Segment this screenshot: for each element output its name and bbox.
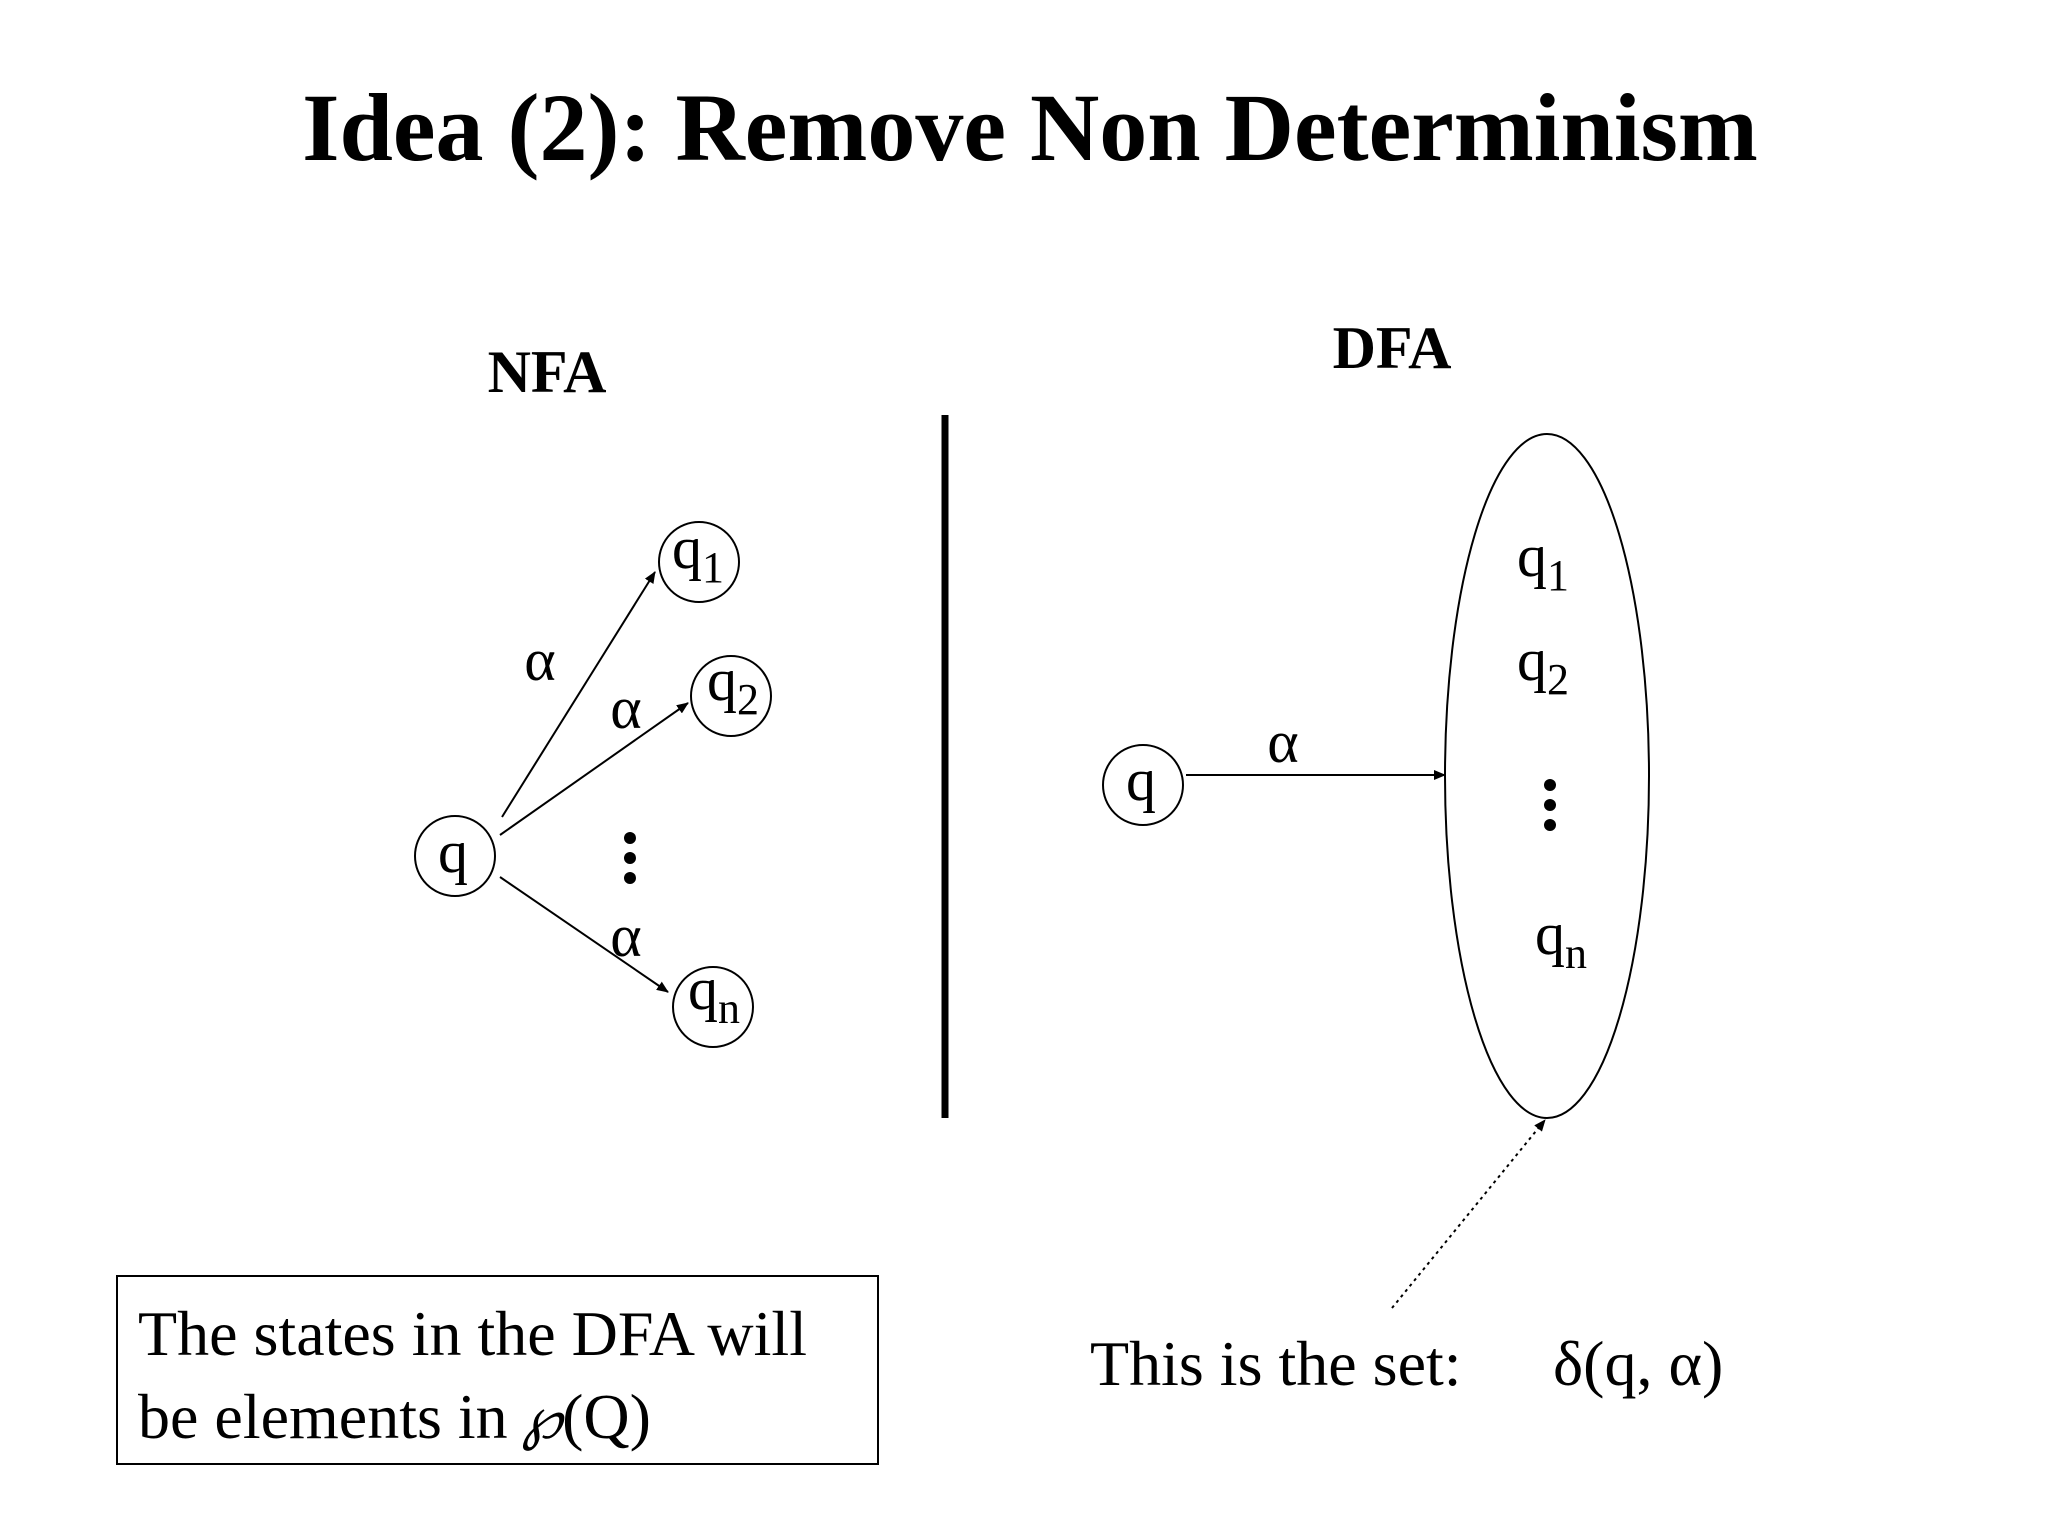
nfa-state-q: q	[414, 815, 496, 897]
nfa-edge-label-3: α	[610, 903, 641, 969]
nfa-state-qn-base: q	[688, 956, 718, 1022]
nfa-edge-label-1: α	[524, 627, 555, 693]
dfa-set-ellipse	[1444, 433, 1650, 1119]
note-line-2-suffix: (Q)	[562, 1381, 651, 1452]
nfa-edge-label-2: α	[610, 675, 641, 741]
svg-text:qn: qn	[1535, 901, 1587, 978]
dfa-set-item-q2-base: q	[1517, 627, 1547, 693]
note-line-1: The states in the DFA will	[138, 1298, 807, 1369]
svg-text:q1: q1	[1517, 523, 1569, 600]
nfa-edge-q-qn	[499, 876, 669, 993]
dfa-set-vertical-ellipsis	[1544, 779, 1556, 831]
nfa-state-q-label: q	[438, 819, 468, 885]
nfa-vertical-ellipsis	[624, 832, 636, 884]
nfa-edge-q-q2	[499, 702, 689, 836]
set-caption-expression: δ(q, α)	[1553, 1328, 1723, 1399]
dfa-edge-label: α	[1267, 709, 1298, 775]
note-box: The states in the DFA will be elements i…	[116, 1275, 879, 1465]
set-pointer-dotted-arrow	[1391, 1119, 1546, 1309]
nfa-state-q2: q2	[690, 647, 772, 737]
nfa-edge-q-q1	[501, 571, 656, 818]
svg-text:q2: q2	[1517, 627, 1569, 704]
nfa-state-q1-base: q	[672, 515, 702, 581]
powerset-symbol: ℘	[522, 1386, 566, 1451]
svg-text:qn: qn	[688, 956, 740, 1033]
dfa-heading: DFA	[1333, 315, 1452, 381]
svg-text:q2: q2	[707, 647, 759, 724]
dfa-set-item-qn-sub: n	[1565, 929, 1587, 978]
nfa-state-qn-sub: n	[718, 984, 740, 1033]
svg-text:be elements in℘(Q): be elements in℘(Q)	[138, 1381, 651, 1452]
note-line-2-prefix: be elements in	[138, 1381, 508, 1452]
dfa-state-q-label: q	[1126, 747, 1156, 813]
nfa-state-q1-sub: 1	[702, 543, 724, 592]
nfa-state-q2-base: q	[707, 647, 737, 713]
set-caption-prefix: This is the set:	[1090, 1328, 1462, 1399]
dfa-diagram: q α q1 q2 qn	[1102, 433, 1650, 1309]
nfa-diagram: q q1 q2 qn α α α	[414, 515, 772, 1048]
nfa-state-q1: q1	[658, 515, 740, 603]
dfa-set-item-q1-sub: 1	[1547, 551, 1569, 600]
dfa-state-q: q	[1102, 744, 1184, 826]
dfa-set-item-qn-base: q	[1535, 901, 1565, 967]
nfa-state-q2-sub: 2	[737, 675, 759, 724]
set-caption: This is the set: δ(q, α)	[1090, 1328, 1723, 1399]
svg-text:q1: q1	[672, 515, 724, 592]
dfa-set-item-q1-base: q	[1517, 523, 1547, 589]
nfa-state-qn: qn	[672, 956, 754, 1048]
slide-title: Idea (2): Remove Non Determinism	[302, 74, 1758, 181]
dfa-set-item-q2-sub: 2	[1547, 655, 1569, 704]
nfa-heading: NFA	[488, 339, 607, 405]
